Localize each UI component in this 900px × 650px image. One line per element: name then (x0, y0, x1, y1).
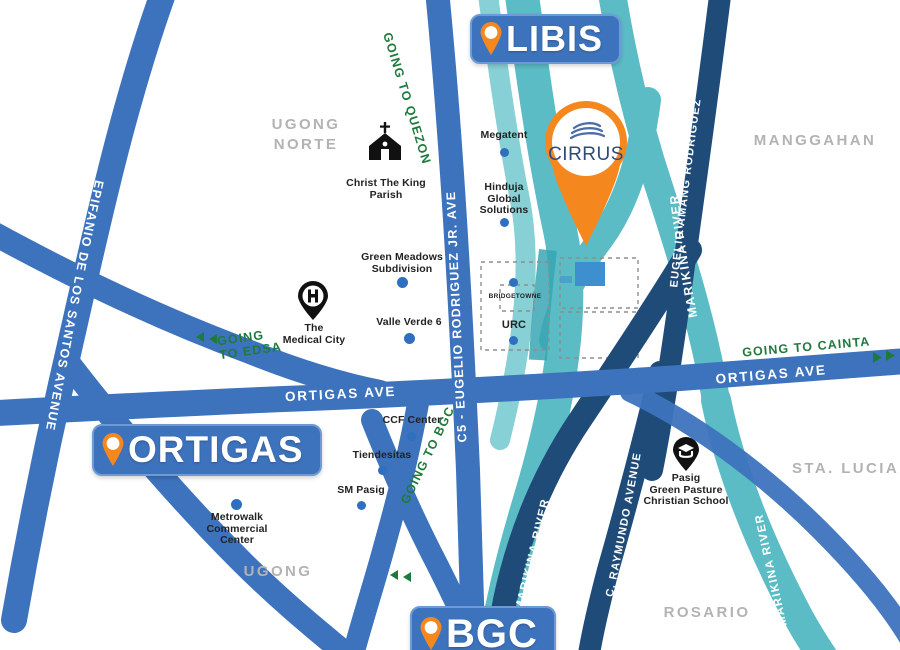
poi-hinduja-line1: Hinduja (484, 181, 524, 193)
poi-christ-king-line2: Parish (369, 188, 403, 201)
poi-label-valle-verde: Valle Verde 6 (376, 316, 442, 328)
poi-pasig-school-line3: Christian School (643, 495, 729, 507)
poi-label-medical-city: The Medical City (276, 322, 352, 346)
location-pin-icon (480, 22, 502, 55)
poi-label-bridgetowne: BRIDGETOWNE (488, 293, 542, 300)
poi-medical-city-line1: The (304, 322, 324, 334)
poi-dot-bridgetowne (509, 278, 518, 287)
school-pin-icon (673, 437, 699, 471)
road-ortigas-ave (0, 348, 900, 426)
poi-metrowalk-line1: Metrowalk (210, 511, 264, 523)
poi-medical-city-line2: Medical City (282, 333, 346, 346)
road-c5-rodriguez (425, 0, 486, 650)
poi-metrowalk-line2: Commercial (206, 522, 268, 535)
bridgetowne-building (575, 262, 605, 286)
direction-arrows-bgc (390, 570, 411, 582)
poi-dot-valle-verde (404, 333, 415, 344)
poi-label-megatent: Megatent (480, 129, 528, 141)
poi-green-meadows-line1: Green Meadows (361, 251, 443, 263)
chip-bgc[interactable]: BGC (410, 606, 556, 650)
poi-dot-sm-pasig (357, 501, 366, 510)
poi-christ-king-line1: Christ The King (346, 177, 426, 189)
district-label-sta-lucia: STA. LUCIA (792, 460, 900, 477)
direction-arrows-cainta (873, 350, 895, 363)
location-pin-icon (102, 433, 124, 466)
poi-label-metrowalk: Metrowalk Commercial Center (192, 511, 282, 547)
road-southeast-link (620, 382, 900, 643)
poi-label-green-meadows: Green Meadows Subdivision (352, 251, 452, 275)
river-connector (529, 248, 557, 361)
poi-green-meadows-line2: Subdivision (371, 262, 433, 275)
chip-libis[interactable]: LIBIS (470, 14, 622, 64)
river-marikina-upper-right (598, 0, 730, 414)
direction-arrows-edsa (196, 332, 217, 344)
district-label-manggahan: MANGGAHAN (753, 132, 877, 149)
church-icon (369, 122, 401, 160)
poi-pasig-school-line1: Pasig (671, 472, 701, 484)
poi-hinduja-line3: Solutions (479, 204, 529, 216)
chip-label-libis: LIBIS (506, 18, 604, 59)
poi-hinduja-line2: Global (487, 192, 521, 205)
cirrus-wave-logo (569, 122, 606, 140)
river-marikina-bend (539, 87, 661, 353)
poi-dot-urc (509, 336, 518, 345)
district-label-ugong: UGONG (243, 563, 313, 580)
hospital-pin-icon (298, 281, 328, 320)
cirrus-project-marker[interactable]: CIRRUS (538, 98, 634, 248)
chip-ortigas[interactable]: ORTIGAS (92, 424, 322, 476)
poi-pasig-school-line2: Green Pasture (649, 483, 723, 496)
location-pin-icon (420, 617, 442, 650)
district-label-ugong-norte: UGONG NORTE (246, 115, 366, 155)
poi-dot-ccf-center (407, 432, 416, 441)
poi-label-tiendesitas: Tiendesitas (352, 449, 412, 461)
district-ugong-norte-line2: NORTE (273, 136, 339, 153)
road-west-branch (0, 223, 392, 404)
poi-label-sm-pasig: SM Pasig (337, 484, 385, 496)
cirrus-pin-shape (545, 101, 627, 246)
road-label-ortigas-left: ORTIGAS AVE (285, 384, 397, 405)
poi-dot-tiendesitas (378, 466, 387, 475)
cirrus-label: CIRRUS (548, 144, 624, 165)
road-c-raymundo (578, 361, 671, 650)
poi-label-ccf-center: CCF Center (382, 414, 442, 426)
poi-label-pasig-green-pasture: Pasig Green Pasture Christian School (636, 472, 736, 508)
poi-label-christ-the-king: Christ The King Parish (336, 177, 436, 201)
district-label-rosario: ROSARIO (663, 604, 751, 621)
chip-label-bgc: BGC (446, 612, 538, 650)
poi-dot-hinduja (500, 218, 509, 227)
poi-dot-green-meadows (397, 277, 408, 288)
district-ugong-norte-line1: UGONG (271, 116, 341, 133)
poi-dot-megatent (500, 148, 509, 157)
poi-label-urc: URC (501, 319, 527, 331)
poi-dot-metrowalk (231, 499, 242, 510)
chip-label-ortigas: ORTIGAS (128, 429, 304, 470)
poi-label-hinduja: Hinduja Global Solutions (464, 181, 544, 217)
poi-metrowalk-line3: Center (220, 534, 254, 546)
